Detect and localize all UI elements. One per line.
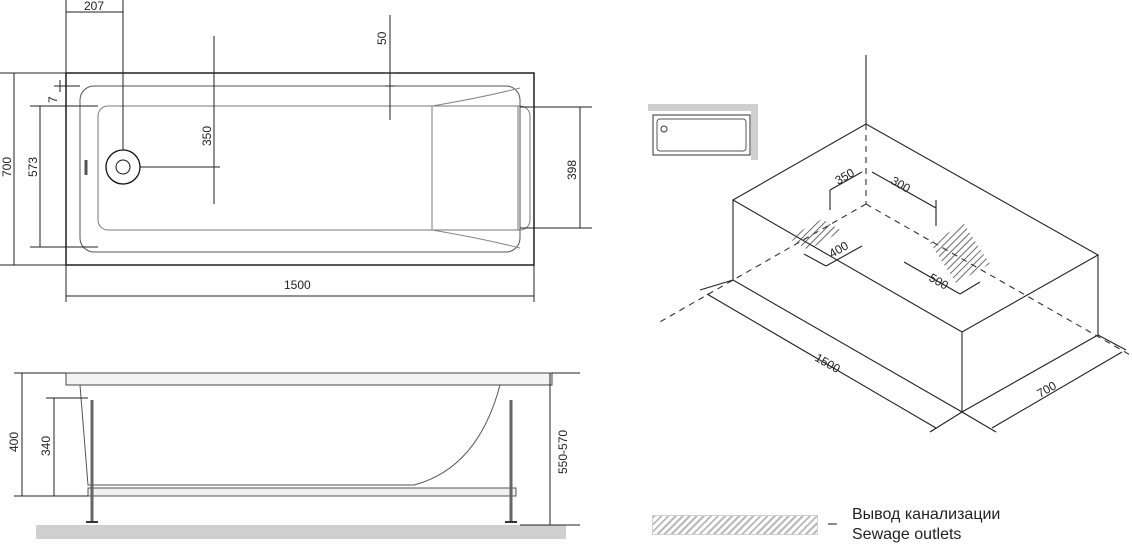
iso-view xyxy=(657,55,1132,433)
tub-frame xyxy=(87,487,517,497)
dim-iso-500: 500 xyxy=(927,270,952,292)
dim-340: 340 xyxy=(39,436,53,456)
side-view-labels: 400 340 550-570 xyxy=(7,430,570,474)
dim-7: 7 xyxy=(46,96,60,103)
legend-label-ru: Вывод канализации xyxy=(852,506,1001,523)
dim-207: 207 xyxy=(84,0,104,13)
dim-573: 573 xyxy=(26,157,40,177)
legend: – Вывод канализации Sewage outlets xyxy=(652,505,1122,549)
dim-iso-700: 700 xyxy=(1035,378,1060,400)
drain-outer xyxy=(105,149,141,185)
floor xyxy=(36,525,566,539)
hatch-swatch xyxy=(652,515,818,535)
dim-iso-350: 350 xyxy=(833,165,858,187)
dim-iso-1500: 1500 xyxy=(813,350,843,376)
side-view xyxy=(14,372,580,539)
top-view xyxy=(0,0,592,302)
tub-inner-rim xyxy=(79,85,521,253)
dim-1500-top: 1500 xyxy=(284,278,311,292)
tub-backrest xyxy=(431,105,519,231)
tub-outer-outline xyxy=(65,72,535,266)
legend-label-en: Sewage outlets xyxy=(852,526,962,543)
dim-iso-400: 400 xyxy=(827,238,852,260)
dim-550-570: 550-570 xyxy=(556,430,570,474)
legend-text: Вывод канализации Sewage outlets xyxy=(852,505,1000,545)
legend-dash: – xyxy=(828,515,837,532)
tub-side-shell xyxy=(79,384,501,486)
dim-398: 398 xyxy=(565,160,579,180)
dim-50: 50 xyxy=(375,31,389,45)
tub-side-rim xyxy=(65,372,553,386)
drain-inner xyxy=(115,159,131,175)
tub-basin xyxy=(97,105,531,231)
top-view-labels: 207 50 350 700 573 7 398 1500 xyxy=(0,0,579,292)
dim-700: 700 xyxy=(0,157,14,177)
mini-plan xyxy=(648,104,758,160)
iso-view-labels: 350 300 400 500 1500 700 xyxy=(813,165,1060,400)
dim-350: 350 xyxy=(200,126,214,146)
iso-box-top xyxy=(731,123,1100,333)
sewage-outlet-right xyxy=(930,224,990,283)
tub-backrest-curve xyxy=(431,87,521,249)
dim-400-side: 400 xyxy=(7,432,21,452)
sewage-outlet-left xyxy=(788,219,842,250)
